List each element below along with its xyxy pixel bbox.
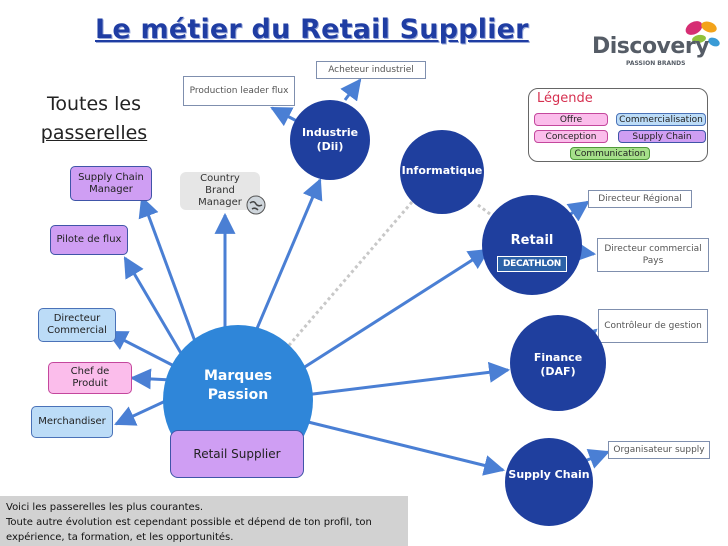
logo-tagline: PASSION BRANDS	[626, 60, 686, 67]
role-pilote-de-flux: Pilote de flux	[50, 225, 128, 255]
arrow-center-directeur-commercial	[106, 330, 179, 370]
arrow-center-pilote	[123, 256, 187, 361]
role-directeur-regional: Directeur Régional	[588, 190, 692, 208]
decathlon-logo: DECATHLON	[496, 256, 568, 272]
hub-retail-label: Retail	[510, 233, 554, 248]
legend-conception: Conception	[534, 130, 608, 143]
legend-supply-chain: Supply Chain	[618, 130, 706, 143]
role-organisateur-supply: Organisateur supply	[608, 441, 710, 459]
discovery-logo: Discovery PASSION BRANDS	[588, 14, 724, 72]
arrow-center-finance	[304, 361, 511, 397]
footer-line-2: Toute autre évolution est cependant poss…	[6, 517, 372, 528]
subtitle-line-2: passerelles	[40, 122, 148, 144]
globe-icon	[246, 195, 266, 215]
subtitle: Toutes les passerelles	[38, 90, 150, 148]
role-acheteur-industriel: Acheteur industriel	[316, 61, 426, 79]
arrow-industrie-acheteur	[340, 78, 362, 102]
logo-name: Discovery	[592, 34, 710, 59]
legend-title: Légende	[537, 91, 593, 106]
page-title: Le métier du Retail Supplier	[95, 14, 529, 45]
hub-informatique: Informatique	[400, 130, 484, 214]
arrow-center-supply	[299, 418, 506, 476]
role-chef-de-produit: Chef de Produit	[48, 362, 132, 394]
legend-offre: Offre	[534, 113, 608, 126]
dotted-connector-retail-informatique	[477, 203, 491, 216]
hub-retail: Retail DECATHLON	[482, 195, 582, 295]
arrow-center-industrie	[248, 178, 323, 346]
role-controleur-gestion: Contrôleur de gestion	[598, 309, 708, 343]
hub-finance-line-2: (DAF)	[540, 365, 576, 378]
hub-industrie: Industrie (Dii)	[290, 100, 370, 180]
logo-leaves-icon	[685, 21, 720, 47]
subtitle-line-1: Toutes les	[47, 93, 141, 115]
hub-supply-chain-label: Supply Chain	[508, 468, 590, 481]
arrow-center-merchandiser	[114, 396, 173, 426]
center-line-1: Marques	[203, 368, 273, 384]
role-supply-chain-manager: Supply Chain Manager	[70, 166, 152, 201]
center-retail-supplier: Retail Supplier	[170, 430, 304, 478]
role-directeur-commercial-pays: Directeur commercial Pays	[597, 238, 709, 272]
arrow-center-retail	[299, 248, 490, 372]
legend-commercialisation: Commercialisation	[616, 113, 706, 126]
hub-industrie-line-1: Industrie	[301, 126, 359, 139]
center-line-2: Passion	[207, 387, 269, 403]
legend-communication: Communication	[570, 147, 650, 160]
footer-line-3: expérience, ta formation, et les opportu…	[6, 532, 234, 543]
role-directeur-commercial: Directeur Commercial	[38, 308, 116, 342]
hub-industrie-line-2: (Dii)	[316, 140, 344, 153]
arrow-center-supply-chain-manager	[138, 196, 202, 356]
hub-informatique-label: Informatique	[401, 164, 483, 177]
footer-line-1: Voici les passerelles les plus courantes…	[6, 502, 204, 513]
hub-finance-line-1: Finance	[533, 351, 583, 364]
hub-supply-chain: Supply Chain	[505, 438, 593, 526]
footer-note: Voici les passerelles les plus courantes…	[0, 496, 408, 546]
hub-finance: Finance (DAF)	[510, 315, 606, 411]
dotted-connector-informatique	[283, 194, 420, 351]
role-production-leader: Production leader flux	[183, 76, 295, 106]
role-merchandiser: Merchandiser	[31, 406, 113, 438]
